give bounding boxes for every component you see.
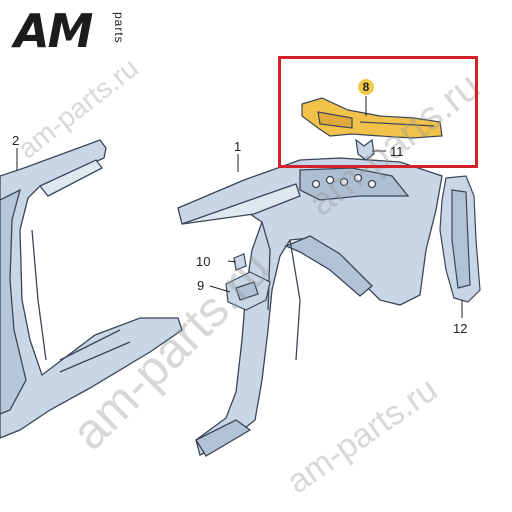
part-10-clip — [233, 253, 247, 271]
callout-12: 12 — [453, 321, 468, 336]
brand-logo: AM parts — [14, 4, 144, 58]
part-1-quarter-panel — [177, 157, 443, 457]
part-9-bracket — [225, 271, 271, 311]
logo-main-text: AM — [14, 4, 93, 58]
callout-9: 9 — [197, 278, 205, 293]
part-2-b-pillar-panel — [0, 139, 183, 439]
highlight-frame — [278, 56, 478, 168]
part-12-rear-bracket — [439, 175, 481, 303]
leader-lines — [16, 96, 463, 318]
callout-8: 8 — [358, 79, 374, 95]
logo-sub-text: parts — [112, 12, 126, 44]
part-8-highlighted-bracket — [301, 97, 443, 139]
callout-1: 1 — [234, 139, 242, 154]
callout-11: 11 — [390, 144, 404, 159]
callout-10: 10 — [196, 254, 211, 269]
part-11-clip — [355, 138, 375, 161]
callout-2: 2 — [12, 133, 20, 148]
